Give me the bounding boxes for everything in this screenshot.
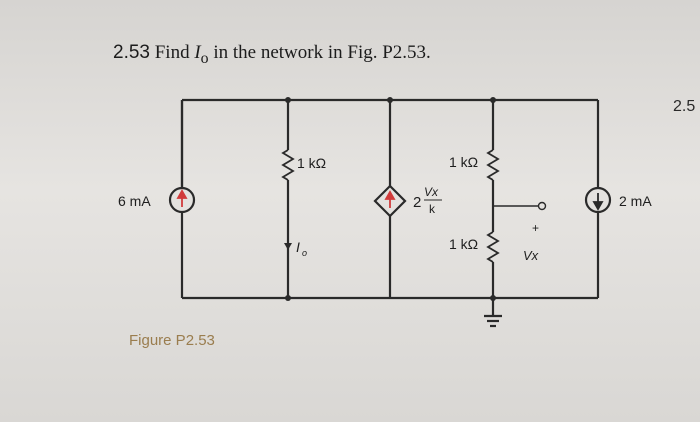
dep-coefficient: 2 [413,194,421,211]
io-label: I [296,239,300,255]
arrow-up-dep-head [384,190,396,200]
source-left-label: 6 mA [118,193,151,209]
problem-statement: 2.53 Find Io in the network in Fig. P2.5… [113,42,431,68]
arrow-up-left-head [176,189,188,199]
dep-numerator: Vx [424,185,439,199]
resistor-2-zigzag [486,149,500,181]
problem-variable: I [194,42,201,63]
source-right-label: 2 mA [619,193,652,209]
vx-terminal-node [537,201,547,211]
vx-label: Vx [523,248,539,263]
problem-text-after: in the network in Fig. P2.53. [208,42,431,63]
vx-plus-sign: + [532,221,539,235]
resistor-1-zigzag [281,149,295,181]
figure-caption: Figure P2.53 [129,332,215,349]
dep-denominator: k [429,202,436,216]
node-bottom-rb [490,295,496,301]
problem-number: 2.53 [113,42,150,63]
resistor-1-label: 1 kΩ [297,155,326,171]
io-label-subscript: o [302,248,307,258]
resistor-2-label: 1 kΩ [449,154,478,170]
node-top-io [285,97,291,103]
node-top-rb [490,97,496,103]
resistor-3-label: 1 kΩ [449,236,478,252]
resistor-3-zigzag [486,231,500,263]
problem-text-before: Find [154,42,195,63]
node-bottom-io [285,295,291,301]
io-arrow-head [284,243,292,250]
problem-variable-subscript: o [200,49,209,67]
next-problem-edge-text: 2.5 [673,98,696,115]
arrow-down-right-head [592,201,604,211]
node-top-dep [387,97,393,103]
